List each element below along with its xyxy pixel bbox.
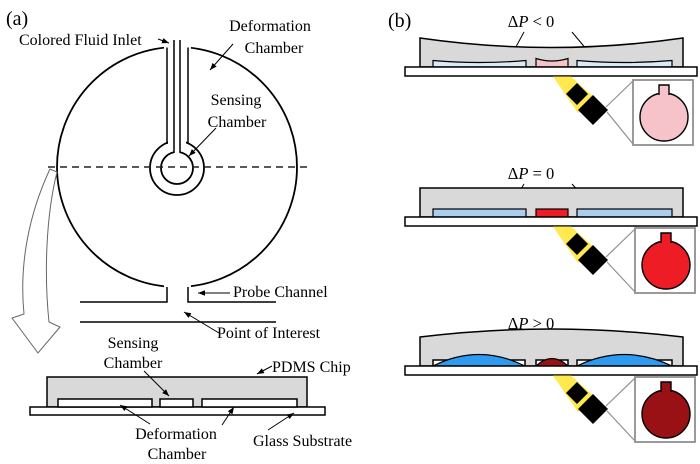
panel-a-top-view: (a) Colored Fluid Inlet Deformation Cham… [6, 8, 328, 354]
label-sensing-chamber-1: Sensing [211, 92, 262, 109]
label-cs-sensing-chamber-1: Sensing [108, 335, 159, 352]
cross-section-right-deformation-chamber [201, 398, 298, 408]
mask [164, 42, 191, 53]
droplet-view-negative [639, 92, 689, 142]
panel-a-tag: (a) [6, 8, 28, 30]
deformation-chamber-circle [56, 46, 298, 288]
panel-b-state-zero: ΔP = 0 [404, 164, 698, 294]
label-probe-channel: Probe Channel [233, 284, 328, 301]
callout-line-negative-bottom [606, 111, 634, 145]
leader-glass-substrate [267, 412, 295, 431]
sensing-chamber-inner-circle [160, 151, 194, 185]
cross-section-glass-substrate [29, 406, 326, 416]
glass-substrate-zero [404, 216, 698, 227]
sensing-chamber-negative [535, 57, 569, 68]
pdms-chip-negative [419, 37, 684, 68]
glass-substrate-positive [404, 365, 698, 376]
camera-lens-icon-positive [566, 382, 588, 404]
label-cs-deformation-chamber-1: Deformation [135, 426, 217, 443]
probe-channel-right-wall [187, 287, 276, 303]
label-cs-deformation-chamber-2: Chamber [148, 446, 207, 463]
cross-section-sensing-chamber [159, 398, 194, 408]
left-deformation-chamber-zero [432, 208, 527, 218]
right-deformation-chamber-negative [576, 59, 673, 68]
label-glass-substrate: Glass Substrate [253, 433, 352, 450]
label-colored-fluid-inlet: Colored Fluid Inlet [19, 32, 142, 49]
cross-section-left-deformation-chamber [57, 398, 153, 408]
leader-point-of-interest [183, 311, 220, 334]
callout-line-zero-top [605, 228, 636, 258]
leader-colored-fluid-inlet [157, 38, 170, 44]
left-deformation-chamber-negative [432, 59, 527, 68]
label-point-of-interest: Point of Interest [217, 325, 321, 342]
callout-line-positive-top [605, 377, 636, 407]
leader-sensing-chamber [188, 127, 217, 157]
sensing-chamber-zero [535, 208, 569, 218]
camera-body-icon-positive [578, 394, 608, 424]
callout-line-zero-bottom [606, 261, 636, 293]
probe-channel-left-wall [80, 287, 168, 303]
camera-body-icon-negative [578, 95, 608, 125]
droplet-stem-negative [658, 84, 670, 95]
camera-lens-icon-zero [566, 233, 588, 255]
glass-substrate-negative [404, 66, 698, 77]
right-deformation-chamber-zero [576, 208, 673, 218]
mask [168, 139, 186, 145]
condition-label-zero: ΔP = 0 [508, 164, 555, 183]
leader-cs-deformation-right [221, 406, 235, 426]
section-view-curved-arrow [11, 168, 61, 354]
mask [174, 150, 180, 155]
leader-cs-deformation-left [119, 404, 151, 425]
leader-deformation-chamber [209, 43, 234, 71]
panel-a-cross-section: Sensing Chamber PDMS Chip Deformation Ch… [29, 335, 352, 463]
panel-b-tag: (b) [388, 10, 411, 32]
condition-label-positive: ΔP > 0 [508, 314, 555, 333]
panel-b-state-positive: ΔP > 0 [404, 314, 698, 443]
panel-b-state-negative: ΔP < 0 [404, 12, 698, 146]
leader-pdms-chip [256, 365, 273, 375]
droplet-view-positive [641, 389, 691, 439]
label-pdms-chip: PDMS Chip [272, 359, 351, 376]
right-deformation-chamber-positive [576, 353, 673, 367]
droplet-stem-zero [660, 232, 672, 243]
callout-line-negative-top [605, 80, 634, 108]
leader-cs-sensing-chamber [143, 370, 170, 397]
camera-body-icon-zero [578, 245, 608, 275]
condition-label-negative: ΔP < 0 [508, 12, 555, 31]
mask [164, 281, 191, 292]
droplet-view-zero [641, 240, 691, 290]
droplet-stem-positive [660, 381, 672, 392]
label-sensing-chamber-2: Chamber [208, 114, 267, 131]
label-cs-sensing-chamber-2: Chamber [104, 355, 163, 372]
callout-line-positive-bottom [606, 410, 636, 442]
label-deformation-chamber-2: Chamber [245, 40, 304, 57]
camera-lens-icon-negative [566, 83, 588, 105]
label-deformation-chamber-1: Deformation [229, 18, 311, 35]
